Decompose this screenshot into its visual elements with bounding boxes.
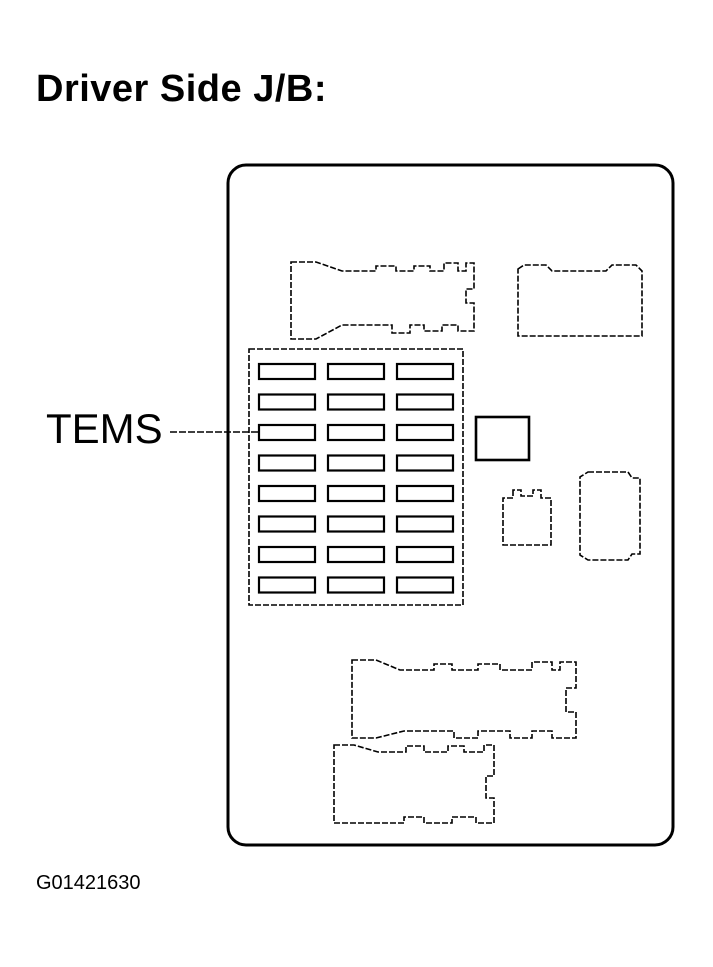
fuse-slot [326, 393, 386, 411]
fuse-slot [326, 576, 386, 594]
fuse-slot [257, 484, 317, 503]
fuse-tems-highlighted [257, 423, 317, 442]
fuse-panel [248, 348, 464, 606]
fuse-slot [395, 515, 455, 533]
small-connector [502, 489, 552, 546]
fuse-grid [257, 362, 455, 594]
figure-code: G01421630 [36, 872, 141, 894]
fuse-slot [395, 393, 455, 411]
fuse-slot [326, 362, 386, 381]
fuse-slot [395, 362, 455, 381]
junction-block-outline [226, 163, 675, 847]
connector-bottom-upper [351, 659, 577, 739]
fuse-slot [257, 576, 317, 594]
connector-top-right [517, 264, 643, 337]
diagram-title: Driver Side J/B: [36, 68, 327, 110]
fuse-slot [326, 423, 386, 442]
fuse-slot [326, 515, 386, 533]
fuse-slot [395, 454, 455, 472]
connector-bottom-lower [333, 744, 495, 824]
fuse-slot [395, 545, 455, 564]
fuse-slot [326, 484, 386, 503]
fuse-slot [257, 545, 317, 564]
tems-callout-label: TEMS [46, 405, 163, 452]
fuse-slot [257, 393, 317, 411]
fuse-slot [257, 515, 317, 533]
connector-right-vertical [579, 471, 641, 561]
fuse-slot [395, 484, 455, 503]
relay-square [474, 415, 531, 462]
fuse-slot [395, 576, 455, 594]
fuse-slot [257, 362, 317, 381]
fuse-slot [326, 545, 386, 564]
fuse-slot [326, 454, 386, 472]
connector-top-left [290, 261, 475, 340]
fuse-slot [395, 423, 455, 442]
fuse-slot [257, 454, 317, 472]
